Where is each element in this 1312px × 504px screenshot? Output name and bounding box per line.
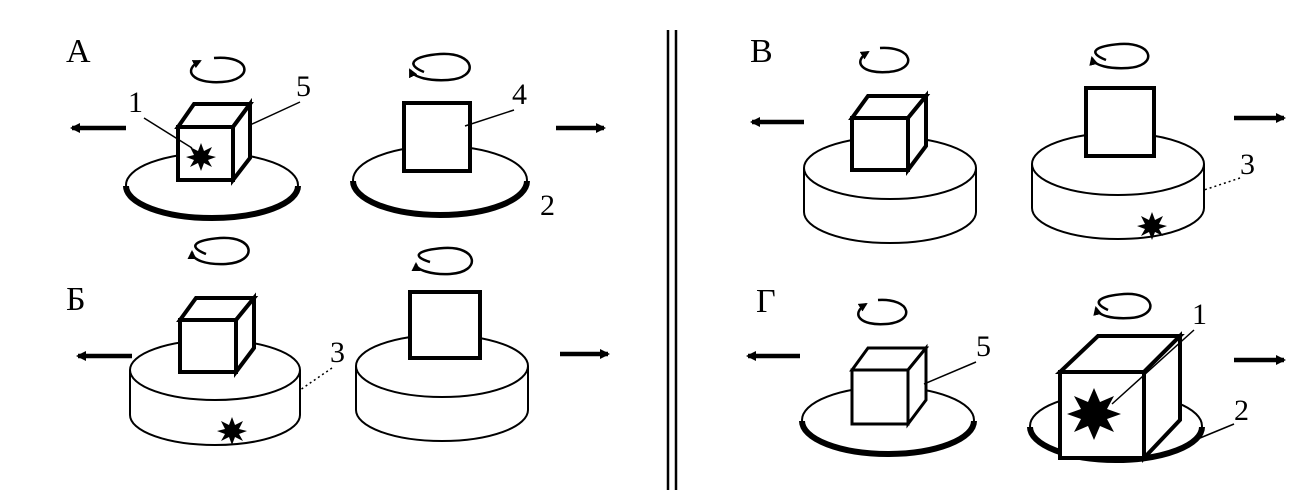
callout-2: 2 (1234, 394, 1249, 427)
callout-1: 1 (1192, 298, 1207, 331)
callout-2: 2 (540, 189, 555, 222)
rotation-arrow-icon (1089, 42, 1150, 70)
callout-3-leader (299, 367, 333, 391)
square-face (1084, 86, 1156, 158)
panel-g: Г 5 1 2 (746, 283, 1286, 464)
thin-disc-edge (123, 185, 301, 221)
rotation-arrow-icon (408, 52, 471, 82)
rotation-arrow-icon (411, 246, 473, 276)
callout-5: 5 (976, 330, 991, 363)
cube (176, 292, 259, 378)
callout-5: 5 (296, 70, 311, 103)
square-face (402, 101, 472, 173)
callout-2-leader (1199, 423, 1235, 439)
callout-5-leader (249, 101, 301, 126)
panel-divider (666, 30, 678, 490)
callout-3: 3 (330, 336, 345, 369)
thick-cylinder (355, 334, 529, 442)
panel-a: А 1 5 (66, 33, 606, 222)
cube (848, 90, 931, 176)
starburst-icon (1137, 212, 1167, 240)
panel-b: Б 3 (66, 236, 610, 446)
rotation-arrow-icon (857, 298, 908, 326)
callout-4-leader (464, 109, 515, 127)
callout-1: 1 (128, 86, 143, 119)
cube (174, 97, 254, 186)
callout-4: 4 (512, 78, 527, 111)
callout-3-leader (1203, 177, 1241, 191)
cube (849, 343, 930, 429)
thick-cylinder (1031, 132, 1205, 240)
thin-disc-edge (799, 420, 977, 457)
callout-1-leader (1111, 329, 1195, 405)
panel-v-label: В (750, 33, 773, 70)
panel-g-label: Г (756, 283, 776, 320)
starburst-icon (186, 143, 216, 171)
rotation-arrow-icon (189, 56, 246, 84)
panel-b-label: Б (66, 281, 86, 318)
callout-5-leader (923, 361, 977, 385)
callout-3: 3 (1240, 148, 1255, 181)
panel-a-label: А (66, 33, 91, 70)
thin-disc-edge (350, 180, 530, 218)
starburst-icon (1067, 388, 1121, 440)
callout-1-leader (143, 117, 193, 149)
rotation-arrow-icon (187, 236, 250, 266)
rotation-arrow-icon (1093, 292, 1152, 320)
rotation-arrow-icon (859, 46, 910, 74)
starburst-icon (217, 417, 247, 445)
panel-v: В 3 (750, 33, 1286, 244)
square-face (408, 290, 482, 360)
